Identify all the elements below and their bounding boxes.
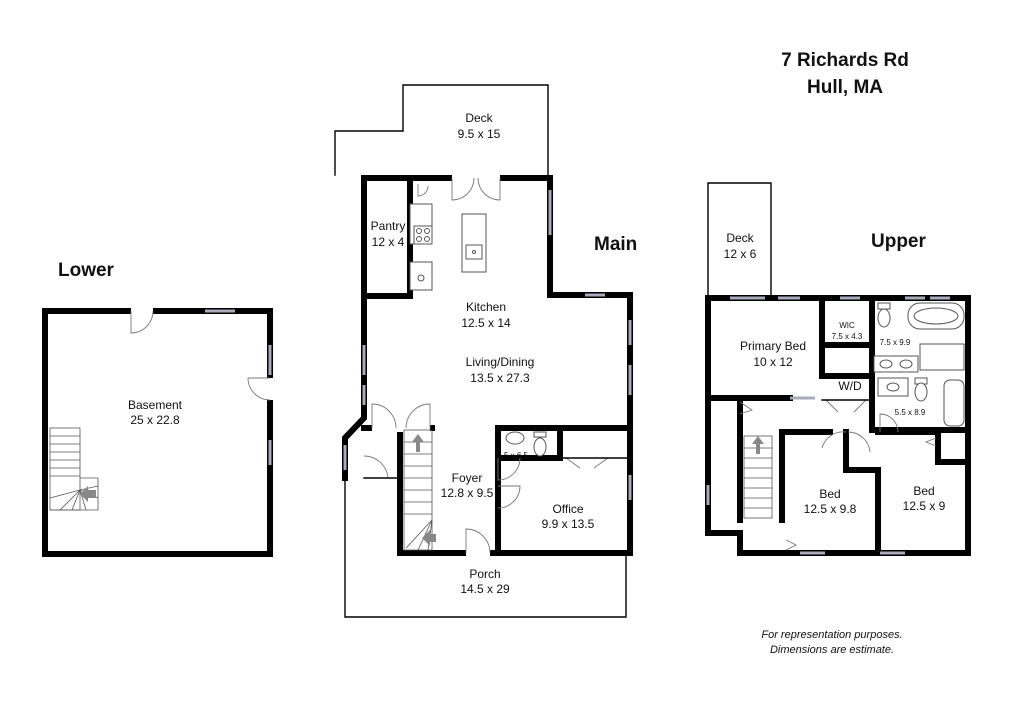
pantry-dim: 12 x 4 [372,235,405,249]
upper-deck-outline [707,182,772,299]
bed-divider-wall [843,429,881,556]
disclaimer-line-1: For representation purposes. [761,629,902,641]
sink-icon [505,431,525,445]
deck-main-dim: 9.5 x 15 [458,127,501,141]
cooktop-icon [413,225,433,245]
kitchen-dim: 12.5 x 14 [461,316,511,330]
door [465,528,491,554]
wic-dim: 7.5 x 4.3 [832,332,863,341]
toilet-tank [877,302,891,310]
door [497,485,521,509]
office-dim: 9.9 x 13.5 [542,517,595,531]
porch-outline [344,477,627,618]
porch-dim: 14.5 x 29 [460,582,510,596]
toilet-tank [533,431,547,438]
deck-upper-dim: 12 x 6 [724,247,757,261]
bed1-name: Bed [819,487,840,501]
living-dim: 13.5 x 27.3 [470,371,530,385]
basement-name: Basement [128,398,183,412]
door [477,177,501,201]
floor-label-main: Main [594,234,637,255]
address-line-2: Hull, MA [807,77,883,98]
bed2-name: Bed [913,484,934,498]
stair-arrow-icon [80,486,96,502]
disclaimer-line-2: Dimensions are estimate. [770,644,894,656]
sink-icon [417,274,425,282]
kitchen-island [461,213,487,273]
primary-bath-dim: 7.5 x 9.9 [880,338,911,347]
toilet-icon [533,437,547,457]
floor-label-upper: Upper [871,231,927,252]
kitchen-name: Kitchen [466,300,506,314]
deck-main-name: Deck [465,111,493,125]
sink-icon [886,382,900,392]
deck-outline [334,84,549,176]
main-floor: Deck 9.5 x 15 Pant [334,84,633,618]
office-name: Office [552,502,583,516]
bath-upper-dim: 5.5 x 8.9 [895,408,926,417]
basement-stairs [49,427,99,511]
door [363,455,389,479]
pantry-name: Pantry [371,219,406,233]
bath-main-dim: 5 x 6.5 [504,451,529,460]
porch-name: Porch [469,567,500,581]
door [130,310,154,334]
bed1-dim: 12.5 x 9.8 [804,502,857,516]
laundry-name: W/D [838,379,862,393]
door [451,177,475,201]
upper-floor: Deck 12 x 6 WIC 7.5 x 4.3 [705,182,971,556]
basement-dim: 25 x 22.8 [130,413,180,427]
living-name: Living/Dining [466,355,535,369]
stair-arrow-icon [752,436,764,454]
toilet-icon [914,382,928,402]
toilet-icon [877,308,891,328]
shower-icon [919,343,965,371]
bed2-dim: 12.5 x 9 [903,499,946,513]
basement-walls [42,308,273,557]
deck-upper-name: Deck [726,231,754,245]
main-wall-west [342,175,367,481]
primary-bed-dim: 10 x 12 [753,355,793,369]
primary-bed-name: Primary Bed [740,339,806,353]
stair-arrow-icon [412,434,424,452]
lower-floor: Basement 25 x 22.8 [42,307,274,557]
door [247,377,271,401]
door [497,457,521,481]
bathtub-icon [943,379,965,427]
upper-exterior [705,295,971,556]
stair-arrow-icon [422,530,436,546]
foyer-name: Foyer [452,471,483,485]
door [371,403,397,429]
floor-label-lower: Lower [58,260,115,281]
door [417,184,429,197]
foyer-dim: 12.8 x 9.5 [441,486,494,500]
wic-name: WIC [839,321,855,330]
address-line-1: 7 Richards Rd [781,50,909,71]
door [405,403,431,429]
